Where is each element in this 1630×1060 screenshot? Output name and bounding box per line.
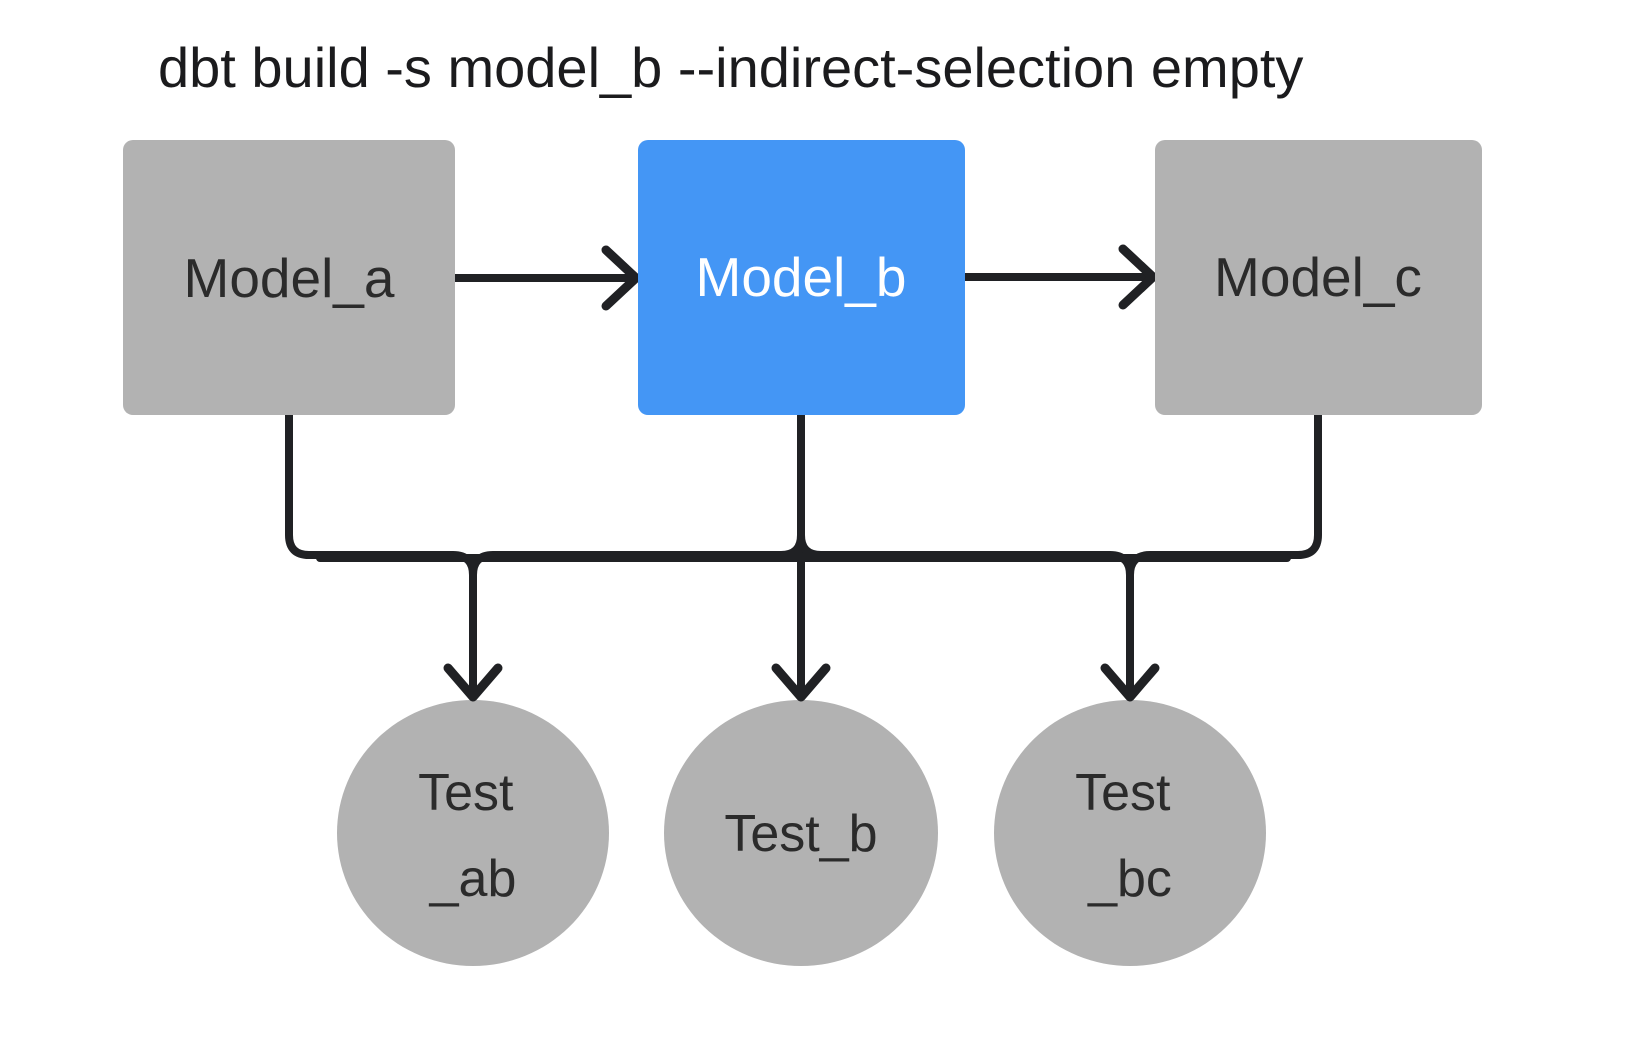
node-test-bc: Test _bc	[994, 700, 1266, 966]
test-ab-label-line2: _ab	[429, 850, 517, 908]
down-arrowheads	[443, 663, 1160, 702]
node-model-c: Model_c	[1155, 140, 1482, 415]
arrowhead-into-test-ab-icon	[443, 663, 503, 702]
node-test-b: Test_b	[664, 700, 938, 966]
test-bc-circle	[994, 700, 1266, 966]
test-ab-circle	[337, 700, 609, 966]
node-model-a: Model_a	[123, 140, 455, 415]
test-ab-label: Test _ab	[418, 764, 528, 908]
diagram-title: dbt build -s model_b --indirect-selectio…	[158, 36, 1303, 99]
test-b-label: Test_b	[724, 805, 877, 863]
model-a-box	[123, 140, 455, 415]
model-c-box	[1155, 140, 1482, 415]
model-a-label: Model_a	[184, 247, 395, 309]
arrowhead-into-test-b-icon	[771, 663, 831, 702]
node-model-b: Model_b	[638, 140, 965, 415]
model-c-label: Model_c	[1214, 246, 1422, 308]
model-b-label: Model_b	[696, 246, 907, 308]
test-bc-label: Test _bc	[1075, 764, 1185, 908]
node-test-ab: Test _ab	[337, 700, 609, 966]
test-ab-label-line1: Test	[418, 764, 514, 822]
arrowhead-into-model-c-icon	[1118, 244, 1158, 310]
edges	[285, 244, 1322, 698]
arrowhead-into-model-b-icon	[601, 245, 641, 311]
test-bc-label-line2: _bc	[1087, 850, 1172, 908]
arrowhead-into-test-bc-icon	[1100, 663, 1160, 702]
model-b-box	[638, 140, 965, 415]
test-b-circle	[664, 700, 938, 966]
test-bc-label-line1: Test	[1075, 764, 1171, 822]
